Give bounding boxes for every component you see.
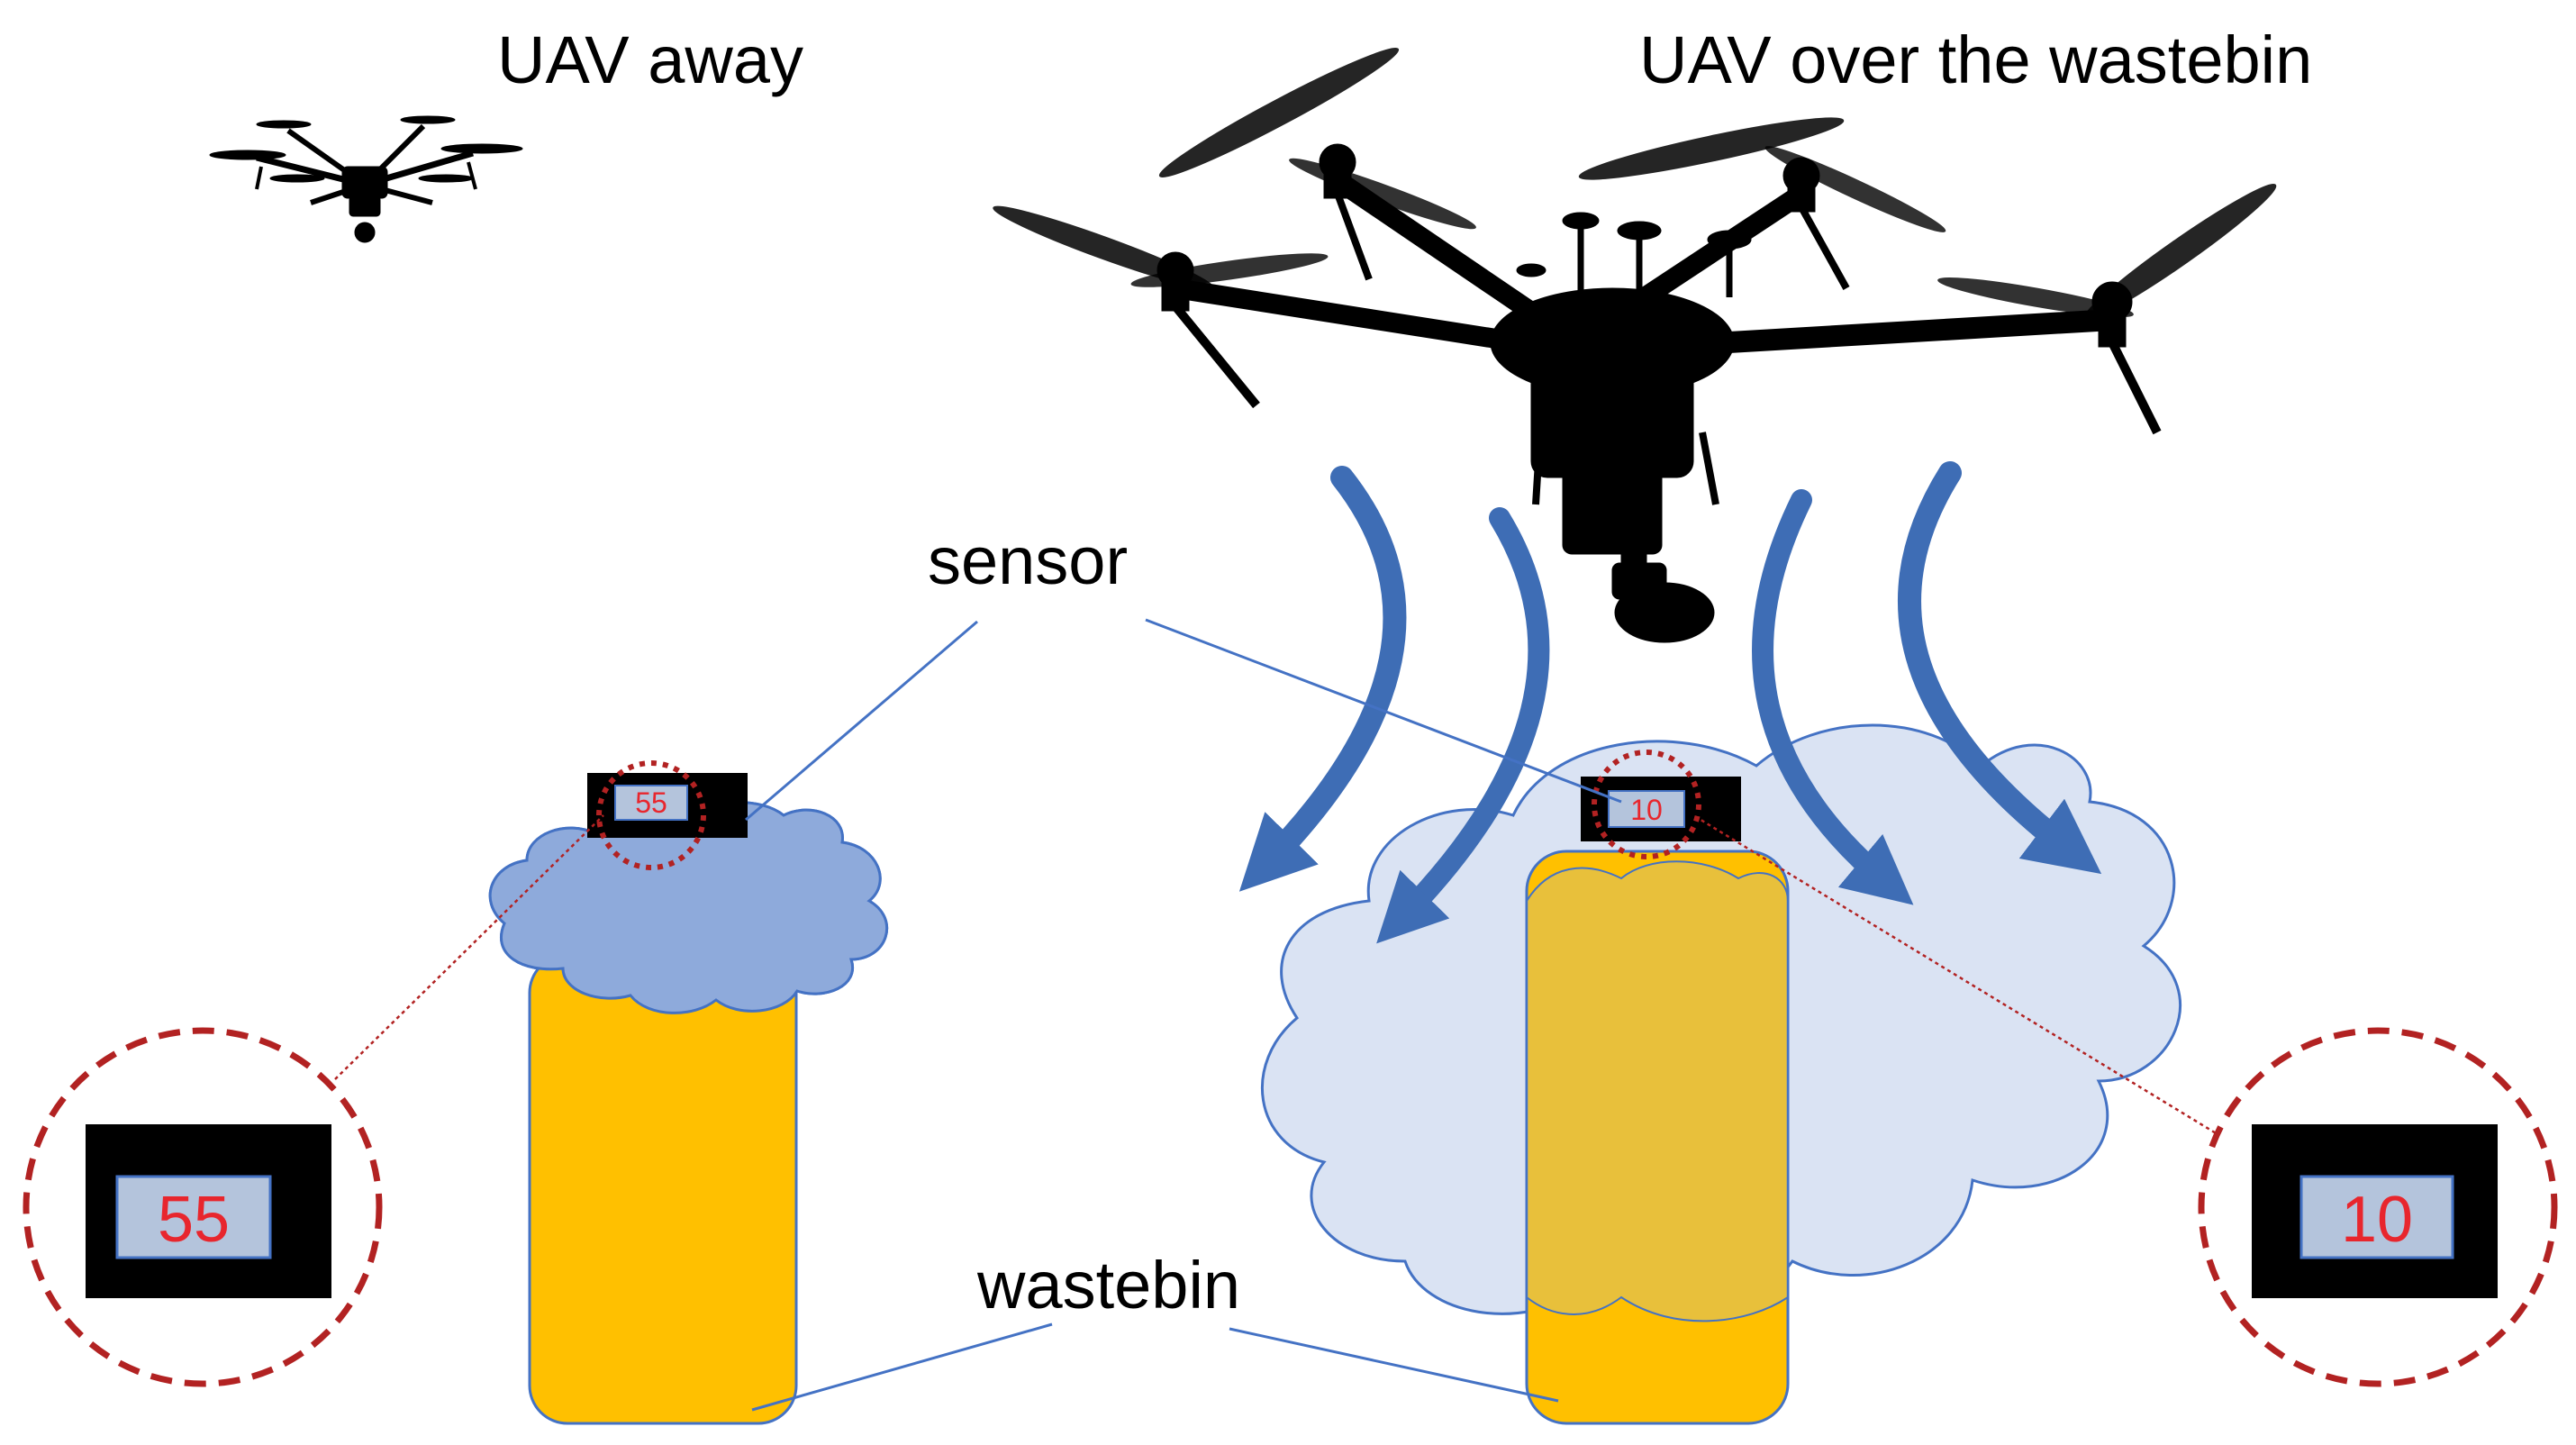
sensor-leader-right: [1145, 618, 1622, 804]
wastebin-label: wastebin: [977, 1248, 1241, 1322]
zoom-under-uav-reading: 10: [2341, 1184, 2413, 1256]
airflow-arrows: [1238, 461, 2102, 944]
sensor-under-uav-reading: 10: [1630, 794, 1663, 826]
wastebin-away: [528, 953, 798, 1425]
wastebin-leader-left: [751, 1322, 1053, 1412]
zoom-connector-right: [1692, 813, 2235, 1146]
sensor-away: 55: [587, 760, 748, 870]
airflow-arrow-3: [1752, 489, 1914, 905]
sensor-leader-left: [745, 620, 978, 822]
sensor-away-reading: 55: [635, 786, 667, 819]
uav-over-wastebin-title: UAV over the wastebin: [1639, 23, 2313, 97]
airflow-arrow-2: [1376, 507, 1550, 944]
sensor-away-highlight: [596, 760, 706, 870]
zoom-away-reading: 55: [158, 1184, 230, 1256]
airflow-arrow-1: [1238, 466, 1407, 892]
zoom-callout-under-uav: 10: [2198, 1027, 2558, 1387]
airflow-arrow-4: [1898, 461, 2102, 875]
leader-lines: [745, 618, 1622, 1412]
wastebin-leader-right: [1229, 1327, 1559, 1403]
sensor-label: sensor: [928, 523, 1129, 598]
large-drone-icon: [993, 48, 2277, 643]
uav-away-title: UAV away: [497, 23, 803, 97]
zoom-callout-away: 55: [23, 1027, 383, 1387]
small-drone-icon: [209, 115, 523, 243]
gas-cloud-overlay: [1526, 860, 1789, 1322]
zoom-connector-left: [334, 814, 604, 1080]
sensor-under-uav-highlight: [1592, 750, 1701, 859]
sensor-under-uav: 10: [1581, 750, 1741, 859]
